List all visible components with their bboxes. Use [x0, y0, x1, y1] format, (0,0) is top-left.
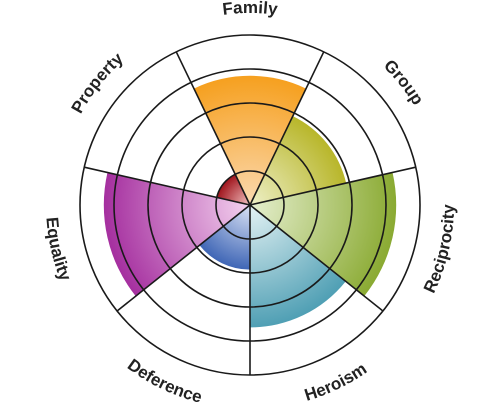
slice-heroism [250, 205, 346, 328]
slice-family [193, 75, 307, 205]
slice-reciprocity [250, 172, 397, 297]
category-label-deference: Deference [124, 355, 204, 407]
category-label-reciprocity: Reciprocity [420, 204, 458, 296]
category-label-family: Family [221, 0, 279, 19]
category-label-heroism: Heroism [302, 359, 370, 405]
slices-layer [103, 75, 397, 328]
slice-deference [199, 205, 250, 270]
category-label-group: Group [380, 56, 427, 108]
category-label-equality: Equality [42, 216, 75, 284]
grid-layer [79, 34, 421, 376]
grid-spoke-1 [175, 51, 251, 206]
category-label-property: Property [68, 49, 128, 117]
grid-spoke-6 [116, 204, 251, 312]
grid-spoke-4 [249, 204, 384, 312]
grid-spoke-3 [249, 166, 416, 206]
slice-group [250, 116, 347, 205]
grid-spoke-7 [84, 166, 251, 206]
slice-equality [103, 172, 250, 297]
grid-spoke-2 [249, 51, 325, 206]
